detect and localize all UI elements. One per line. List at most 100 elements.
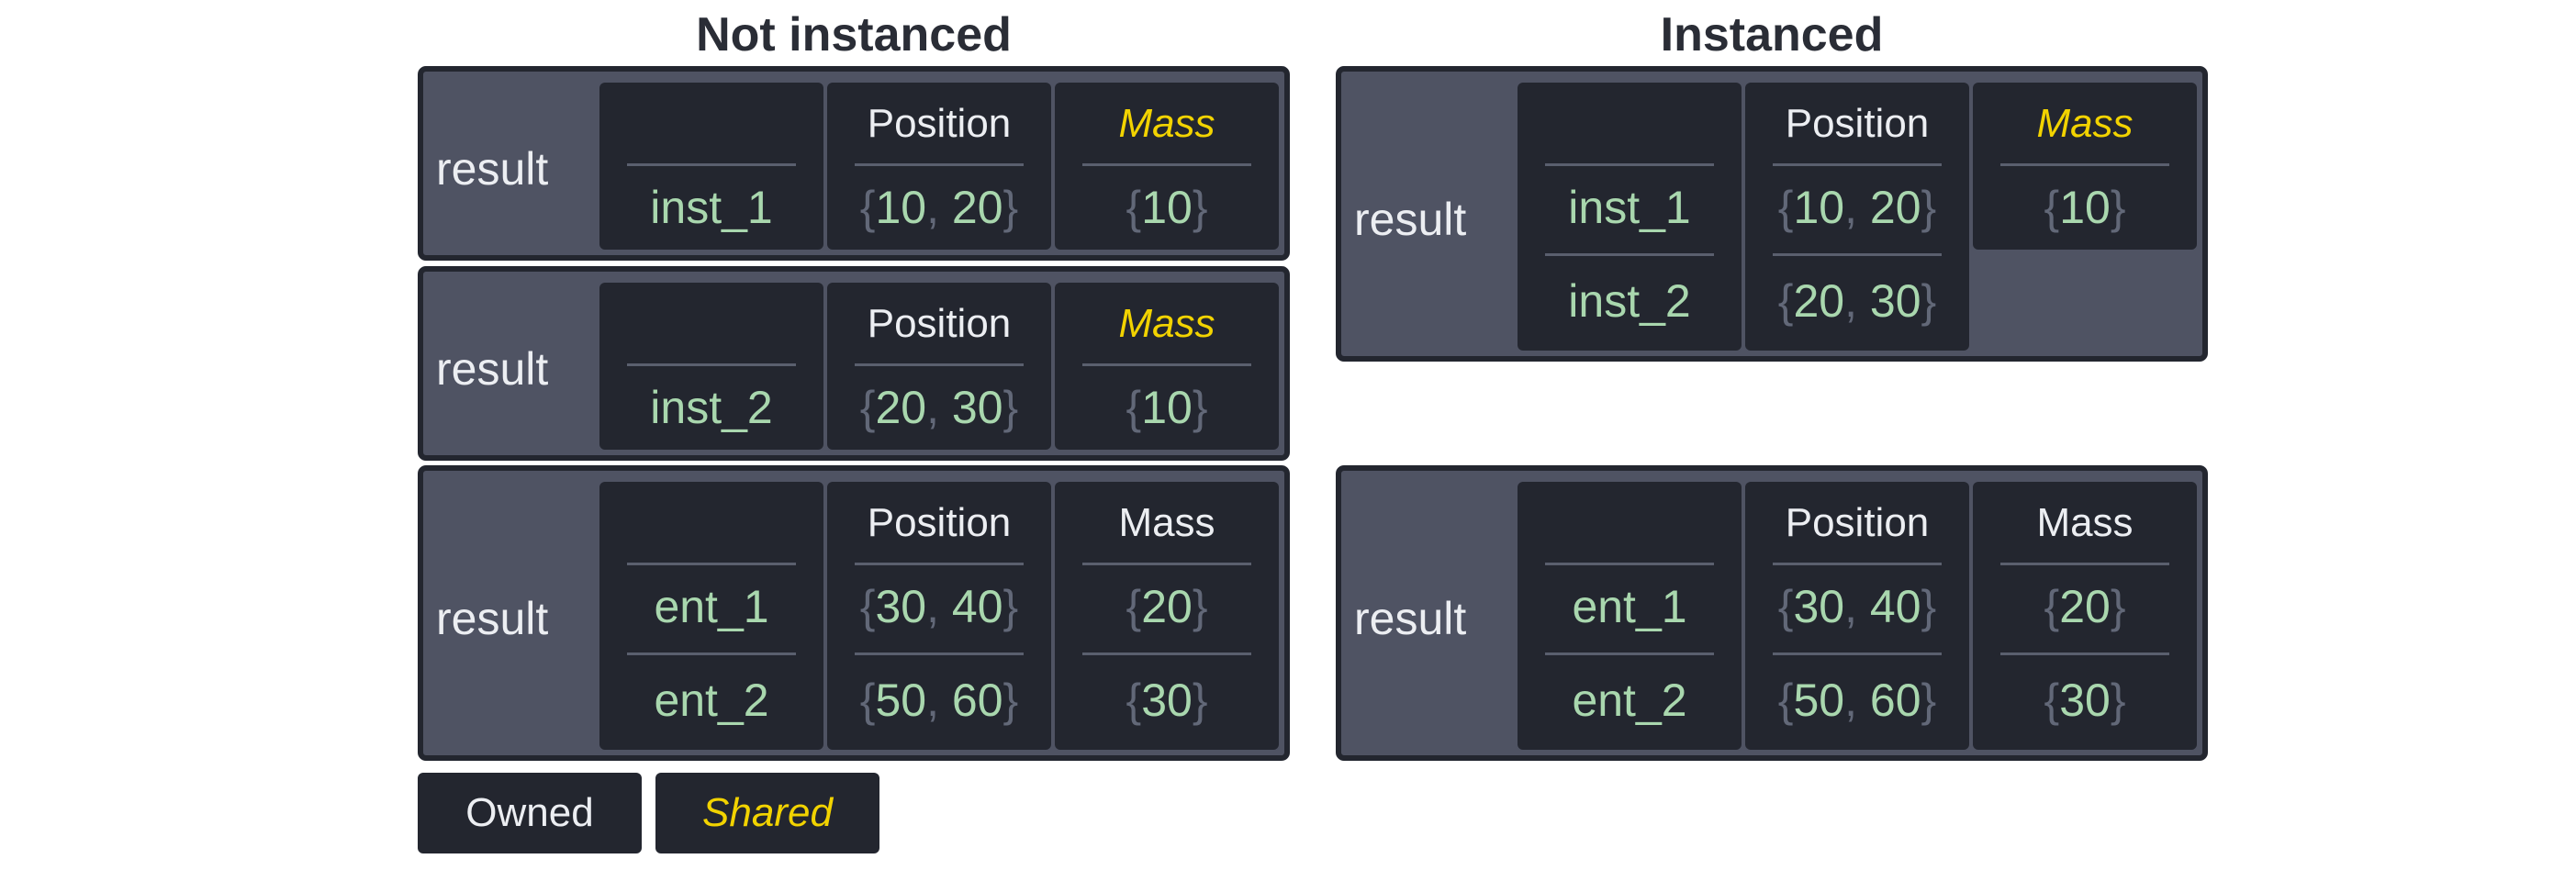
legend-shared: Shared	[655, 773, 879, 853]
result-label: result	[1354, 194, 1467, 245]
entity-cell: inst_2	[1568, 275, 1691, 327]
brace-close: }	[1921, 275, 1937, 327]
comma: ,	[1844, 581, 1857, 632]
brace-open: {	[1777, 182, 1794, 233]
position-y: 20	[1869, 182, 1921, 233]
brace-close: }	[1192, 675, 1208, 726]
position-header: Position	[867, 301, 1012, 346]
result-label: result	[436, 343, 549, 395]
position-y: 30	[951, 382, 1003, 433]
separator	[1545, 253, 1714, 256]
position-header: Position	[1785, 101, 1930, 146]
entity-cell: ent_2	[1572, 675, 1687, 726]
position-column: Position {30, 40} {50, 60}	[1745, 482, 1969, 750]
position-x: 20	[1793, 275, 1845, 327]
separator	[1545, 652, 1714, 655]
separator	[1082, 563, 1251, 565]
mass-value: {30}	[1055, 677, 1279, 723]
result-box-not-instanced-1: result inst_1 Position {10, 20} Mass {10…	[418, 66, 1290, 261]
mass: 10	[1141, 182, 1193, 233]
brace-close: }	[1002, 581, 1019, 632]
entity-column: inst_1	[599, 83, 823, 250]
brace-open: {	[1126, 182, 1142, 233]
separator	[627, 363, 796, 366]
brace-close: }	[1002, 382, 1019, 433]
separator	[627, 563, 796, 565]
position-header: Position	[1785, 500, 1930, 545]
legend-owned: Owned	[418, 773, 642, 853]
position-column: Position {10, 20}	[827, 83, 1051, 250]
mass: 20	[2059, 581, 2111, 632]
mass-value: {20}	[1055, 584, 1279, 630]
separator	[855, 363, 1024, 366]
brace-open: {	[859, 182, 876, 233]
brace-close: }	[1002, 675, 1019, 726]
brace-open: {	[1126, 581, 1142, 632]
mass: 10	[2059, 182, 2111, 233]
mass: 20	[1141, 581, 1193, 632]
separator	[627, 163, 796, 166]
separator	[2000, 163, 2169, 166]
mass-header-shared: Mass	[1118, 101, 1215, 146]
position-y: 40	[1869, 581, 1921, 632]
result-box-instanced-2: result ent_1 ent_2 Position {30, 40} {50…	[1336, 465, 2208, 761]
position-column: Position {10, 20} {20, 30}	[1745, 83, 1969, 351]
comma: ,	[1844, 675, 1857, 726]
entity-column: inst_2	[599, 283, 823, 450]
entity-cell: ent_1	[1572, 581, 1687, 632]
position-y: 60	[1869, 675, 1921, 726]
separator	[855, 163, 1024, 166]
separator	[1082, 363, 1251, 366]
position-x: 50	[875, 675, 927, 726]
brace-close: }	[2110, 581, 2126, 632]
brace-close: }	[2110, 182, 2126, 233]
comma: ,	[926, 182, 939, 233]
brace-open: {	[2044, 182, 2060, 233]
comma: ,	[926, 581, 939, 632]
mass-value: {20}	[1973, 584, 2197, 630]
heading-instanced: Instanced	[1660, 8, 1884, 61]
brace-open: {	[1777, 275, 1794, 327]
mass-column: Mass {10}	[1973, 83, 2197, 250]
mass-value: {10}	[1055, 184, 1279, 230]
separator	[1773, 652, 1942, 655]
position-y: 30	[1869, 275, 1921, 327]
entity-cell: ent_2	[654, 675, 769, 726]
entity-cell: inst_1	[1568, 182, 1691, 233]
brace-open: {	[859, 675, 876, 726]
entity-column: ent_1 ent_2	[1518, 482, 1742, 750]
mass-column: Mass {20} {30}	[1973, 482, 2197, 750]
brace-open: {	[1777, 581, 1794, 632]
brace-close: }	[1192, 182, 1208, 233]
mass: 30	[1141, 675, 1193, 726]
position-column: Position {20, 30}	[827, 283, 1051, 450]
mass-value: {30}	[1973, 677, 2197, 723]
result-box-not-instanced-3: result ent_1 ent_2 Position {30, 40} {50…	[418, 465, 1290, 761]
comma: ,	[926, 382, 939, 433]
separator	[2000, 652, 2169, 655]
position-y: 20	[951, 182, 1003, 233]
mass-header-owned: Mass	[1118, 500, 1215, 545]
position-header: Position	[867, 101, 1012, 146]
mass-header-shared: Mass	[1118, 301, 1215, 346]
brace-open: {	[859, 382, 876, 433]
mass-header-shared: Mass	[2036, 101, 2134, 146]
entity-cell: inst_1	[650, 182, 773, 233]
position-value: {50, 60}	[1745, 677, 1969, 723]
position-value: {20, 30}	[827, 385, 1051, 430]
result-box-instanced-1: result inst_1 inst_2 Position {10, 20} {…	[1336, 66, 2208, 362]
brace-close: }	[1192, 581, 1208, 632]
brace-close: }	[2110, 675, 2126, 726]
separator	[1773, 163, 1942, 166]
mass-column: Mass {20} {30}	[1055, 482, 1279, 750]
brace-open: {	[859, 581, 876, 632]
brace-open: {	[1126, 675, 1142, 726]
comma: ,	[1844, 275, 1857, 327]
position-column: Position {30, 40} {50, 60}	[827, 482, 1051, 750]
brace-open: {	[2044, 675, 2060, 726]
position-header: Position	[867, 500, 1012, 545]
position-value: {30, 40}	[827, 584, 1051, 630]
brace-close: }	[1921, 182, 1937, 233]
position-y: 60	[951, 675, 1003, 726]
separator	[1773, 253, 1942, 256]
